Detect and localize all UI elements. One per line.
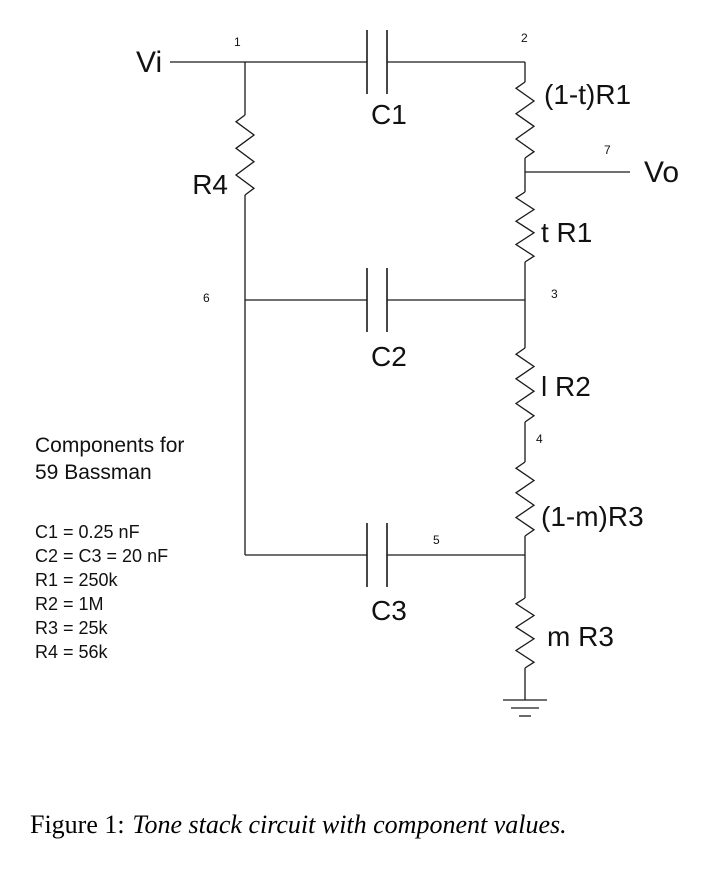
ground-icon	[503, 699, 547, 717]
vi-label: Vi	[136, 46, 162, 79]
component-value-r1: R1 = 250k	[35, 570, 118, 590]
r4-label: R4	[192, 169, 228, 200]
resistor-m-r3-icon	[514, 597, 536, 669]
figure-caption-prefix: Figure 1:	[30, 810, 125, 839]
component-value-r2: R2 = 1M	[35, 594, 104, 614]
resistor-r4-icon	[234, 114, 256, 196]
node-2-label: 2	[521, 31, 528, 45]
node-1-label: 1	[234, 35, 241, 49]
r2-label: l R2	[541, 371, 591, 402]
capacitor-c3-icon	[366, 523, 388, 587]
figure-caption-text: Tone stack circuit with component values…	[132, 810, 567, 839]
vo-label: Vo	[644, 156, 679, 189]
node-4-label: 4	[536, 432, 543, 446]
components-note-list: C1 = 0.25 nF C2 = C3 = 20 nF R1 = 250k R…	[35, 520, 275, 664]
node-6-label: 6	[203, 291, 210, 305]
r3-bottom-label: m R3	[547, 621, 614, 652]
r1-top-label: (1-t)R1	[544, 79, 631, 110]
r1-bottom-label: t R1	[541, 217, 592, 248]
component-value-r3: R3 = 25k	[35, 618, 108, 638]
tone-stack-circuit-svg: Vi Vo C1 C2 C3 R4 (1-t)R1 t R1 l R2 (1-m…	[136, 30, 679, 717]
node-3-label: 3	[551, 287, 558, 301]
component-value-c1: C1 = 0.25 nF	[35, 522, 140, 542]
c3-label: C3	[371, 595, 407, 626]
node-5-label: 5	[433, 533, 440, 547]
wires	[170, 61, 630, 700]
c2-label: C2	[371, 341, 407, 372]
components-note-title-line2: 59 Bassman	[35, 461, 152, 484]
capacitor-c1-icon	[366, 30, 388, 94]
resistor-1-t-r1-icon	[514, 81, 536, 159]
component-value-c2-c3: C2 = C3 = 20 nF	[35, 546, 169, 566]
components-note: Components for 59 Bassman C1 = 0.25 nF C…	[35, 432, 275, 664]
capacitor-c2-icon	[366, 268, 388, 332]
c1-label: C1	[371, 99, 407, 130]
r3-top-label: (1-m)R3	[541, 501, 644, 532]
figure-caption: Figure 1:Tone stack circuit with compone…	[30, 810, 690, 840]
resistor-1-m-r3-icon	[514, 461, 536, 537]
component-value-r4: R4 = 56k	[35, 642, 108, 662]
resistor-l-r2-icon	[514, 347, 536, 423]
node-7-label: 7	[604, 143, 611, 157]
resistor-t-r1-icon	[514, 191, 536, 263]
components-note-title-line1: Components for	[35, 434, 185, 457]
